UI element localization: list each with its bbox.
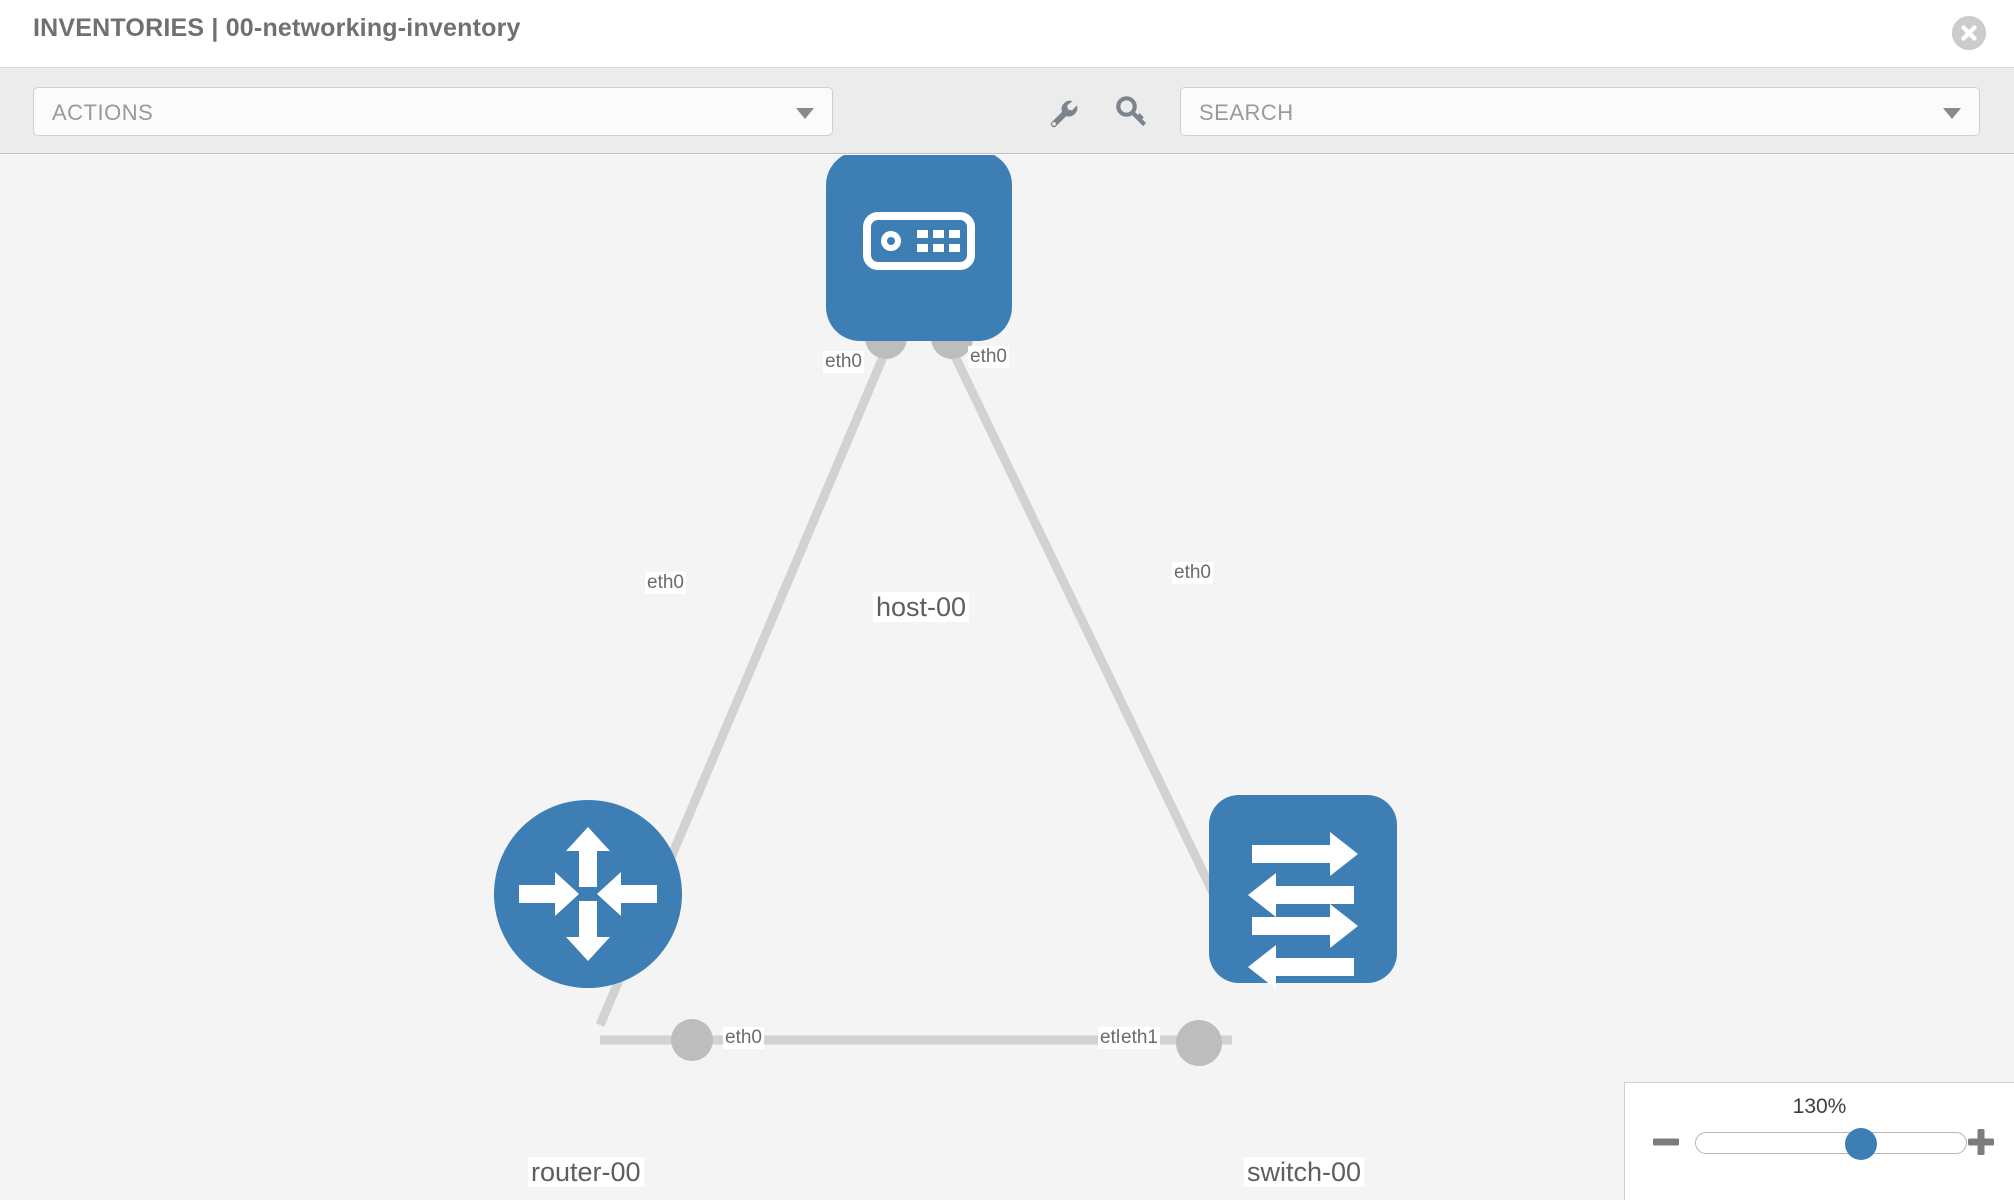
iface-label: eth0 xyxy=(1172,562,1213,584)
wrench-icon xyxy=(1050,100,1078,128)
iface-label: eth1 xyxy=(1119,1027,1160,1049)
chevron-down-icon xyxy=(796,108,814,119)
node-label-host: host-00 xyxy=(873,592,970,622)
zoom-slider[interactable] xyxy=(1695,1128,1967,1160)
server-icon xyxy=(863,212,975,270)
node-label-router: router-00 xyxy=(528,1157,644,1187)
toolbar: ACTIONS SEARCH xyxy=(0,68,2014,154)
iface-label: eth0 xyxy=(823,351,864,373)
key-button[interactable] xyxy=(1112,92,1152,132)
close-button[interactable] xyxy=(1952,16,1986,50)
node-switch-00[interactable] xyxy=(1209,795,1397,989)
router-arrows-icon xyxy=(519,827,657,961)
page-header: INVENTORIES | 00-networking-inventory xyxy=(0,0,2014,68)
zoom-out-button[interactable] xyxy=(1649,1125,1683,1159)
iface-label: eth0 xyxy=(723,1027,764,1049)
iface-label: eth0 xyxy=(968,346,1009,368)
topology-graph xyxy=(494,155,1397,1066)
close-icon xyxy=(1952,16,1986,50)
node-host-00[interactable] xyxy=(826,155,1012,341)
zoom-slider-thumb[interactable] xyxy=(1844,1128,1877,1160)
topology-canvas[interactable]: eth0 eth0 eth0 eth0 eth0 eth0 eth1 host-… xyxy=(0,155,2014,1200)
actions-dropdown[interactable]: ACTIONS xyxy=(33,87,833,136)
iface-label: eth0 xyxy=(645,572,686,594)
search-placeholder: SEARCH xyxy=(1199,100,1294,125)
node-router-00[interactable] xyxy=(494,800,682,988)
zoom-control: 130% xyxy=(1624,1082,2014,1200)
zoom-in-button[interactable] xyxy=(1964,1125,1998,1159)
wrench-button[interactable] xyxy=(1043,92,1083,132)
chevron-down-icon xyxy=(1943,108,1961,119)
search-input[interactable]: SEARCH xyxy=(1180,87,1980,136)
connector-switch-left[interactable] xyxy=(1176,1020,1222,1066)
node-label-switch: switch-00 xyxy=(1244,1157,1365,1187)
connector-router-right[interactable] xyxy=(671,1019,713,1061)
zoom-percent-label: 130% xyxy=(1792,1095,1847,1118)
link-host-switch[interactable] xyxy=(947,348,1248,957)
page-title: INVENTORIES | 00-networking-inventory xyxy=(33,14,521,42)
minus-icon xyxy=(1653,1138,1679,1146)
switch-arrows-icon xyxy=(1248,832,1358,989)
plus-icon xyxy=(1968,1129,1994,1155)
actions-dropdown-label: ACTIONS xyxy=(52,100,154,125)
key-icon xyxy=(1116,96,1147,127)
